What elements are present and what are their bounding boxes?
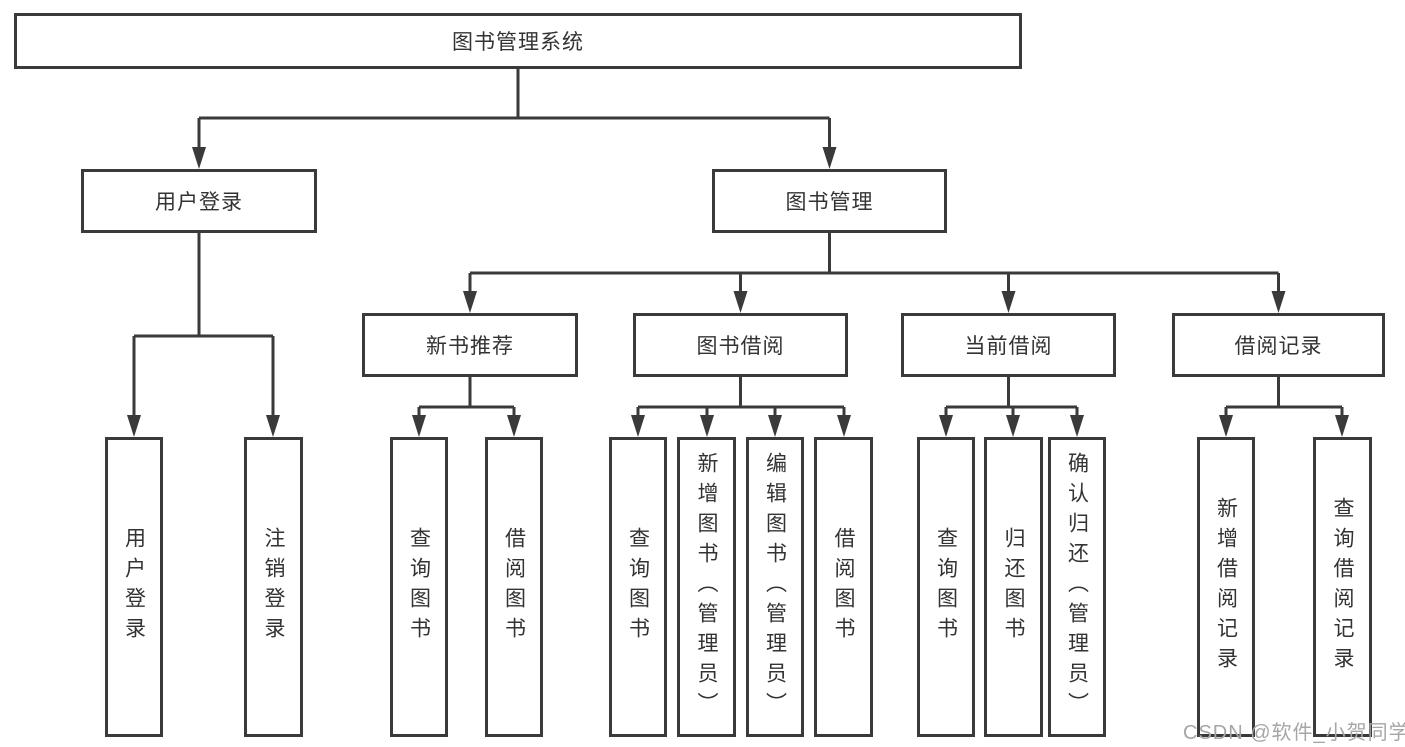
- leaf-return-book: 归还图书: [984, 437, 1043, 737]
- leaf-query-books-borrowing: 查询图书: [609, 437, 667, 737]
- node-book-borrowing: 图书借阅: [633, 313, 848, 377]
- leaf-label: 查询图书: [934, 527, 958, 647]
- connector-paths: [132, 69, 1344, 420]
- leaf-label: 归还图书: [1002, 527, 1025, 647]
- node-user-login: 用户登录: [81, 169, 317, 233]
- leaf-user-login: 用户登录: [105, 437, 163, 737]
- connector-arrowheads: [127, 147, 1349, 437]
- leaf-confirm-return-admin: 确认归还（管理员）: [1048, 437, 1106, 737]
- node-library-system: 图书管理系统: [14, 13, 1022, 69]
- leaf-query-books-current: 查询图书: [917, 437, 975, 737]
- leaf-label: 注销登录: [262, 527, 285, 647]
- leaf-query-borrow-record: 查询借阅记录: [1313, 437, 1372, 737]
- leaf-label: 确认归还（管理员）: [1065, 452, 1089, 722]
- leaf-label: 查询借阅记录: [1331, 497, 1354, 677]
- leaf-add-borrow-record: 新增借阅记录: [1197, 437, 1255, 737]
- node-new-book-recommend: 新书推荐: [362, 313, 578, 377]
- leaf-label: 借阅图书: [502, 527, 526, 647]
- leaf-logout: 注销登录: [244, 437, 303, 737]
- node-borrow-records: 借阅记录: [1172, 313, 1385, 377]
- node-current-borrowing: 当前借阅: [901, 313, 1116, 377]
- leaf-label: 新增借阅记录: [1214, 497, 1238, 677]
- watermark: CSDN @软件_小贺同学: [1183, 722, 1405, 744]
- leaf-borrow-books: 借阅图书: [814, 437, 873, 737]
- leaf-add-book-admin: 新增图书（管理员）: [677, 437, 736, 737]
- leaf-label: 查询图书: [407, 527, 431, 647]
- leaf-query-books-recommend: 查询图书: [390, 437, 448, 737]
- leaf-label: 新增图书（管理员）: [695, 452, 718, 722]
- leaf-edit-book-admin: 编辑图书（管理员）: [746, 437, 804, 737]
- leaf-label: 编辑图书（管理员）: [763, 452, 787, 722]
- leaf-label: 查询图书: [626, 527, 650, 647]
- leaf-label: 用户登录: [122, 527, 146, 647]
- leaf-borrow-books-recommend: 借阅图书: [485, 437, 543, 737]
- leaf-label: 借阅图书: [832, 527, 855, 647]
- node-book-management: 图书管理: [712, 169, 947, 233]
